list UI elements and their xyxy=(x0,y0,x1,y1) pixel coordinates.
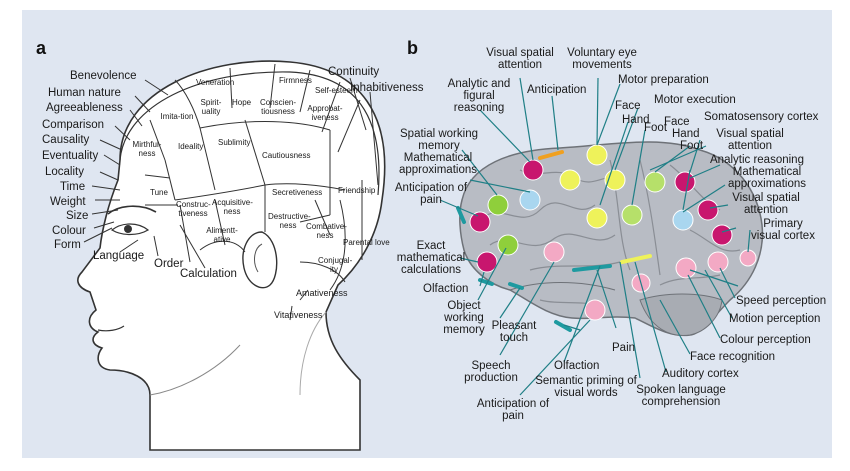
label-semantic-priming: Semantic priming of visual words xyxy=(530,375,642,399)
label-somatosensory-cortex: Somatosensory cortex xyxy=(704,111,818,123)
label-olfaction-left: Olfaction xyxy=(423,283,468,295)
label-mathematical-approximations-right: Mathematical approximations xyxy=(722,166,812,190)
label-vitativeness: Vitativeness xyxy=(274,309,322,321)
label-spoken-language-comprehension: Spoken language comprehension xyxy=(636,384,726,408)
label-time: Time xyxy=(60,181,85,193)
label-acquisitiveness: Acquisitive-ness xyxy=(212,198,252,216)
label-parental-love: Parental love xyxy=(343,238,390,247)
label-analytic-reasoning: Analytic reasoning xyxy=(710,154,804,166)
label-cautiousness: Cautiousness xyxy=(262,151,310,160)
label-secretiveness: Secretiveness xyxy=(272,188,322,197)
label-face-1: Face xyxy=(615,100,641,112)
label-constructiveness: Construc-tiveness xyxy=(176,200,210,218)
label-comparison: Comparison xyxy=(42,119,104,131)
cerebellum xyxy=(640,294,722,336)
label-calculation: Calculation xyxy=(180,268,237,280)
label-firmness: Firmness xyxy=(279,76,312,85)
label-analytic-figural-reasoning: Analytic and figural reasoning xyxy=(440,78,518,114)
label-language: Language xyxy=(93,250,144,262)
label-conscientiousness: Conscien-tiousness xyxy=(258,98,298,116)
label-self-esteem: Self-esteem xyxy=(315,86,358,95)
label-mathematical-approximations-left: Mathematical approximations xyxy=(388,152,488,176)
label-sublimity: Sublimity xyxy=(218,138,250,147)
label-voluntary-eye-movements: Voluntary eye movements xyxy=(558,47,646,71)
label-foot-2: Foot xyxy=(680,140,703,152)
label-olfaction-bottom: Olfaction xyxy=(554,360,599,372)
label-motion-perception: Motion perception xyxy=(729,313,820,325)
label-amativeness: Amativeness xyxy=(296,287,348,299)
label-anticipation: Anticipation xyxy=(527,84,586,96)
label-continuity: Continuity xyxy=(328,66,379,78)
label-destructiveness: Destructive-ness xyxy=(268,212,308,230)
label-anticipation-of-pain-bottom: Anticipation of pain xyxy=(474,398,552,422)
label-order: Order xyxy=(154,258,183,270)
brain xyxy=(440,78,762,395)
label-exact-mathematical-calculations: Exact mathematical calculations xyxy=(390,240,472,276)
pupil xyxy=(124,225,132,233)
label-motor-execution: Motor execution xyxy=(654,94,736,106)
panel-a-letter: a xyxy=(36,38,46,59)
label-conjugality: Conjugal-ity xyxy=(318,256,350,274)
label-human-nature: Human nature xyxy=(48,87,121,99)
label-pain: Pain xyxy=(612,342,635,354)
label-visual-spatial-attention-right-1: Visual spatial attention xyxy=(710,128,790,152)
label-locality: Locality xyxy=(45,166,84,178)
label-visual-spatial-attention-top: Visual spatial attention xyxy=(474,47,566,71)
label-tune: Tune xyxy=(150,188,168,197)
label-hand-2: Hand xyxy=(672,128,700,140)
label-agreeableness: Agreeableness xyxy=(46,102,123,114)
label-form: Form xyxy=(54,239,81,251)
label-colour-perception: Colour perception xyxy=(720,334,811,346)
label-spatial-working-memory: Spatial working memory xyxy=(396,128,482,152)
label-object-working-memory: Object working memory xyxy=(434,300,494,336)
label-primary-visual-cortex: Primary visual cortex xyxy=(750,218,816,242)
label-anticipation-of-pain-left: Anticipation of pain xyxy=(388,182,474,206)
label-face-2: Face xyxy=(664,116,690,128)
label-mirthfulness: Mirthful-ness xyxy=(132,140,162,158)
label-eventuality: Eventuality xyxy=(42,150,98,162)
label-visual-spatial-attention-right-2: Visual spatial attention xyxy=(726,192,806,216)
label-speed-perception: Speed perception xyxy=(736,295,826,307)
label-friendship: Friendship xyxy=(338,186,375,195)
label-size: Size xyxy=(66,210,88,222)
label-alimentiveness: Alimentt-ative xyxy=(203,226,241,244)
label-benevolence: Benevolence xyxy=(70,70,137,82)
label-weight: Weight xyxy=(50,196,86,208)
label-auditory-cortex: Auditory cortex xyxy=(662,368,739,380)
label-imitation: Imita-tion xyxy=(160,112,194,121)
label-speech-production: Speech production xyxy=(460,360,522,384)
label-combativeness: Combative-ness xyxy=(306,222,344,240)
label-motor-preparation: Motor preparation xyxy=(618,74,709,86)
label-approbativeness: Approbat-iveness xyxy=(306,104,344,122)
label-causality: Causality xyxy=(42,134,89,146)
ear xyxy=(243,232,277,288)
label-hope: Hope xyxy=(232,98,251,107)
label-ideality: Ideality xyxy=(178,142,203,151)
label-inhabitiveness: Inhabitiveness xyxy=(350,82,424,94)
label-colour: Colour xyxy=(52,225,86,237)
label-veneration: Veneration xyxy=(196,78,234,87)
label-face-recognition: Face recognition xyxy=(690,351,775,363)
panel-b-letter: b xyxy=(407,38,418,59)
label-spirituality: Spirit-uality xyxy=(196,98,226,116)
label-pleasant-touch: Pleasant touch xyxy=(488,320,540,344)
